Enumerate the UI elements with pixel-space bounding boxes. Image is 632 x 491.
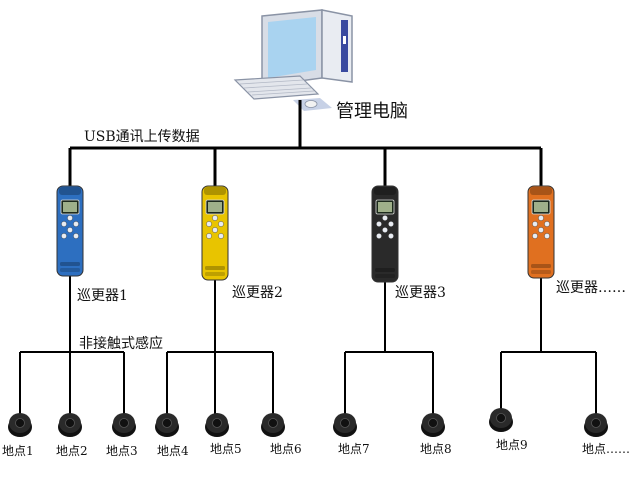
point-label-5: 地点5 — [210, 442, 242, 456]
sensor-point-2 — [58, 413, 82, 437]
patrol-device-3 — [371, 185, 399, 283]
sensor-point-6 — [261, 413, 285, 437]
contact-label: 非接触式感应 — [79, 335, 163, 352]
sensor-point-5 — [205, 413, 229, 437]
point-label-8: 地点8 — [420, 442, 452, 456]
device-label-1: 巡更器1 — [77, 288, 128, 304]
device-label-3: 巡更器3 — [395, 285, 446, 301]
patrol-device-4 — [527, 185, 555, 279]
sensor-point-8 — [421, 413, 445, 437]
patrol-device-2 — [201, 185, 229, 281]
sensor-layer — [8, 408, 608, 437]
point-label-6: 地点6 — [270, 442, 302, 456]
computer-icon — [233, 9, 353, 111]
point-label-1: 地点1 — [2, 444, 34, 458]
sensor-point-7 — [333, 413, 357, 437]
point-label-10: 地点…… — [582, 442, 630, 456]
connection-lines — [68, 100, 543, 186]
point-label-9: 地点9 — [496, 438, 528, 452]
computer-label: 管理电脑 — [336, 101, 408, 122]
point-label-3: 地点3 — [106, 444, 138, 458]
point-label-4: 地点4 — [157, 444, 189, 458]
point-label-2: 地点2 — [56, 444, 88, 458]
patrol-device-1 — [56, 185, 84, 277]
device-label-4: 巡更器…… — [556, 280, 626, 296]
point-label-7: 地点7 — [338, 442, 370, 456]
sensor-point-1 — [8, 413, 32, 437]
sensor-lines — [19, 276, 597, 420]
sensor-point-3 — [112, 413, 136, 437]
device-label-2: 巡更器2 — [232, 285, 283, 301]
sensor-point-10 — [584, 413, 608, 437]
sensor-point-9 — [489, 408, 513, 432]
device-layer — [56, 185, 555, 283]
bus-label: USB通讯上传数据 — [84, 129, 200, 145]
sensor-point-4 — [155, 413, 179, 437]
